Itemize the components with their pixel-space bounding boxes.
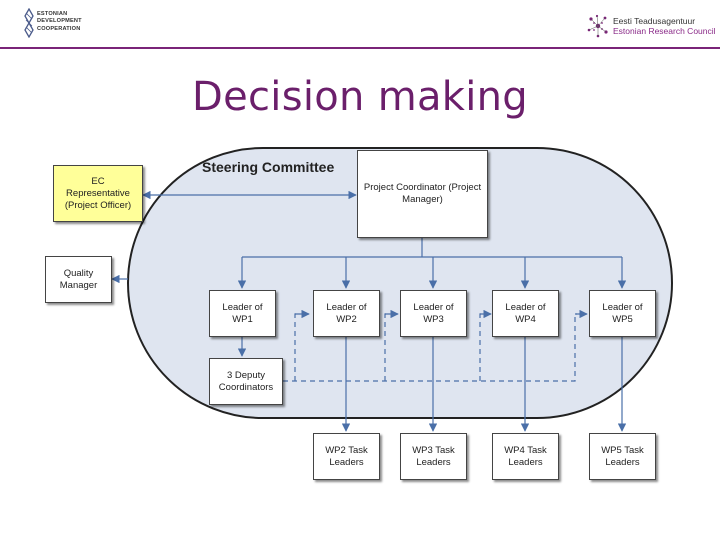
erc-mark-icon bbox=[587, 14, 608, 38]
logo-right-line-1: Eesti Teadusagentuur bbox=[613, 16, 696, 26]
estonian-development-cooperation-logo: ESTONIAN DEVELOPMENT COOPERATION bbox=[24, 6, 114, 42]
page-title: Decision making bbox=[0, 74, 720, 120]
leader-wp4-box: Leader of WP4 bbox=[492, 290, 559, 337]
quality-manager-box: Quality Manager bbox=[45, 256, 112, 303]
logo-right-line-2: Estonian Research Council bbox=[613, 26, 716, 36]
deputy-coordinators-box: 3 Deputy Coordinators bbox=[209, 358, 283, 405]
project-coordinator-box: Project Coordinator (Project Manager) bbox=[357, 150, 488, 238]
steering-committee-area bbox=[127, 147, 673, 419]
wp3-task-leaders-box: WP3 Task Leaders bbox=[400, 433, 467, 480]
leader-wp5-box: Leader of WP5 bbox=[589, 290, 656, 337]
header-divider bbox=[0, 47, 720, 49]
wp4-task-leaders-box: WP4 Task Leaders bbox=[492, 433, 559, 480]
estonian-research-council-logo: Eesti Teadusagentuur Estonian Research C… bbox=[585, 12, 716, 42]
wp5-task-leaders-box: WP5 Task Leaders bbox=[589, 433, 656, 480]
page-title-text: Decision making bbox=[191, 74, 528, 120]
edc-mark-icon bbox=[24, 8, 34, 38]
ec-representative-box: EC Representative (Project Officer) bbox=[53, 165, 143, 222]
logo-left-line-3: COOPERATION bbox=[37, 25, 81, 32]
leader-wp3-box: Leader of WP3 bbox=[400, 290, 467, 337]
logo-left-line-2: DEVELOPMENT bbox=[37, 18, 82, 25]
leader-wp2-box: Leader of WP2 bbox=[313, 290, 380, 337]
leader-wp1-box: Leader of WP1 bbox=[209, 290, 276, 337]
steering-committee-label: Steering Committee bbox=[202, 159, 335, 175]
logo-left-line-1: ESTONIAN bbox=[37, 11, 68, 17]
wp2-task-leaders-box: WP2 Task Leaders bbox=[313, 433, 380, 480]
